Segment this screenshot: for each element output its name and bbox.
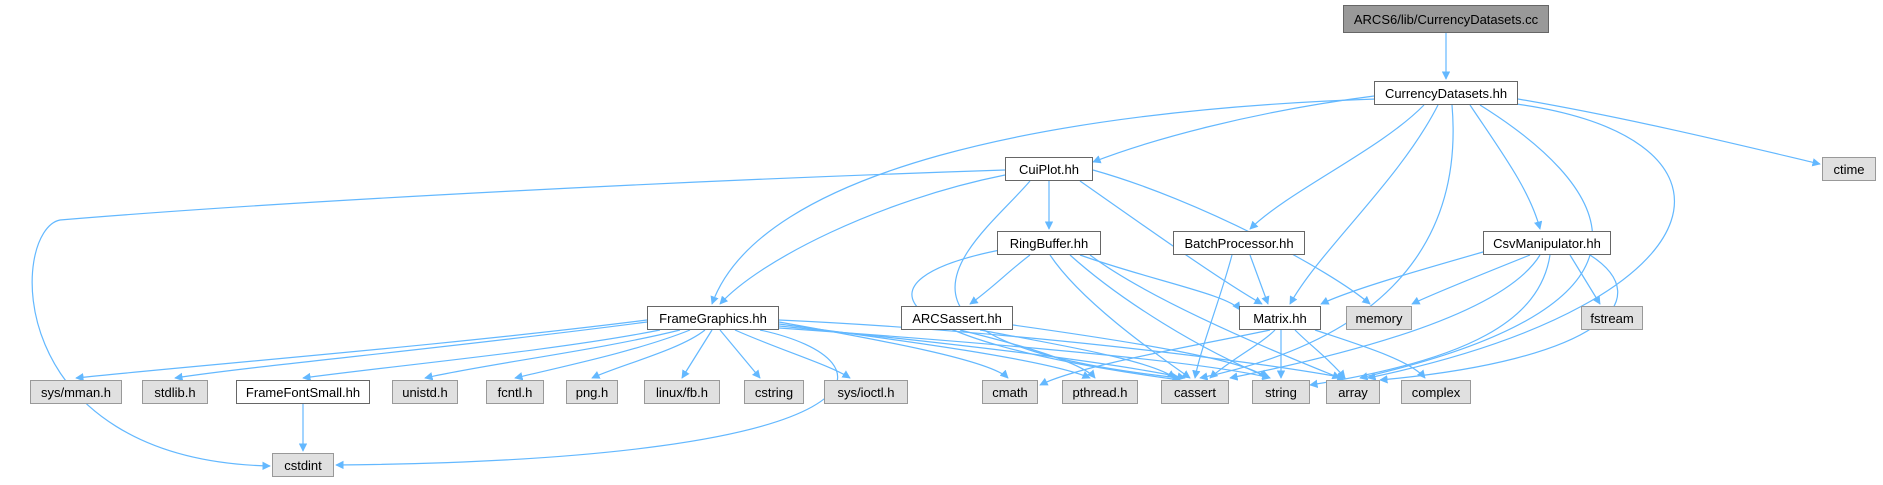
- include-edge: [1229, 254, 1541, 381]
- include-edge: [1039, 329, 1271, 386]
- include-edge: [778, 327, 1271, 381]
- include-edge: [514, 329, 691, 381]
- node-arcsassert-hh[interactable]: ARCSassert.hh: [901, 306, 1013, 330]
- include-edge: [1249, 104, 1425, 230]
- node-fcntl-h[interactable]: fcntl.h: [486, 380, 544, 404]
- node-sys-mman-h[interactable]: sys/mman.h: [30, 380, 122, 404]
- include-edge: [1314, 329, 1426, 379]
- include-edge: [710, 98, 1377, 305]
- include-edge: [1411, 254, 1531, 305]
- node-sys-ioctl-h[interactable]: sys/ioctl.h: [824, 380, 908, 404]
- include-edge: [719, 329, 761, 379]
- node-matrix-hh[interactable]: Matrix.hh: [1239, 306, 1321, 330]
- node-cuiplot-hh[interactable]: CuiPlot.hh: [1005, 157, 1093, 181]
- include-edge: [591, 329, 706, 379]
- include-edge: [1209, 329, 1276, 379]
- include-edge: [954, 180, 1181, 382]
- node-cassert[interactable]: cassert: [1161, 380, 1229, 404]
- include-edge: [75, 319, 648, 382]
- include-edge: [1289, 104, 1439, 305]
- include-edge: [1012, 324, 1267, 379]
- include-edge: [1309, 254, 1551, 388]
- include-edge: [424, 329, 681, 381]
- include-edge: [302, 329, 661, 382]
- node-framegraphics-hh[interactable]: FrameGraphics.hh: [647, 306, 779, 330]
- include-edge: [681, 329, 713, 379]
- node-ringbuffer-hh[interactable]: RingBuffer.hh: [997, 231, 1101, 255]
- node-png-h[interactable]: png.h: [566, 380, 618, 404]
- include-edge: [719, 174, 1006, 305]
- include-edge: [1469, 104, 1543, 230]
- include-edge: [1249, 254, 1270, 305]
- node-ctime[interactable]: ctime: [1822, 157, 1876, 181]
- include-edge: [1192, 254, 1233, 379]
- node-pthread-h[interactable]: pthread.h: [1062, 380, 1138, 404]
- include-edge: [1092, 95, 1375, 164]
- node-fstream[interactable]: fstream: [1581, 306, 1643, 330]
- node-unistd-h[interactable]: unistd.h: [392, 380, 458, 404]
- node-csvmanipulator-hh[interactable]: CsvManipulator.hh: [1483, 231, 1611, 255]
- include-edge: [1517, 98, 1821, 167]
- node-array[interactable]: array: [1326, 380, 1380, 404]
- node-complex[interactable]: complex: [1401, 380, 1471, 404]
- include-edge: [174, 321, 648, 382]
- node-batchprocessor-hh[interactable]: BatchProcessor.hh: [1173, 231, 1305, 255]
- node-framefontsmall-hh[interactable]: FrameFontSmall.hh: [236, 380, 370, 404]
- node-linux-fb-h[interactable]: linux/fb.h: [644, 380, 720, 404]
- include-edge: [1569, 254, 1601, 305]
- include-edge: [1367, 101, 1675, 381]
- node-cstdint[interactable]: cstdint: [272, 453, 334, 477]
- include-edge: [778, 323, 1091, 379]
- node-cmath[interactable]: cmath: [982, 380, 1038, 404]
- include-edge: [778, 319, 1346, 381]
- include-edge: [1049, 254, 1191, 379]
- node-cstring[interactable]: cstring: [744, 380, 804, 404]
- node-root[interactable]: ARCS6/lib/CurrencyDatasets.cc: [1343, 5, 1549, 33]
- include-edge: [734, 329, 851, 379]
- include-edge: [969, 254, 1031, 305]
- include-edge: [1079, 254, 1241, 311]
- node-stdlib-h[interactable]: stdlib.h: [142, 380, 208, 404]
- node-memory[interactable]: memory: [1346, 306, 1412, 330]
- include-edge: [335, 329, 839, 470]
- include-edge: [31, 169, 1006, 471]
- node-currencydatasets-hh[interactable]: CurrencyDatasets.hh: [1374, 81, 1518, 105]
- include-edge: [1320, 249, 1491, 305]
- node-string[interactable]: string: [1252, 380, 1310, 404]
